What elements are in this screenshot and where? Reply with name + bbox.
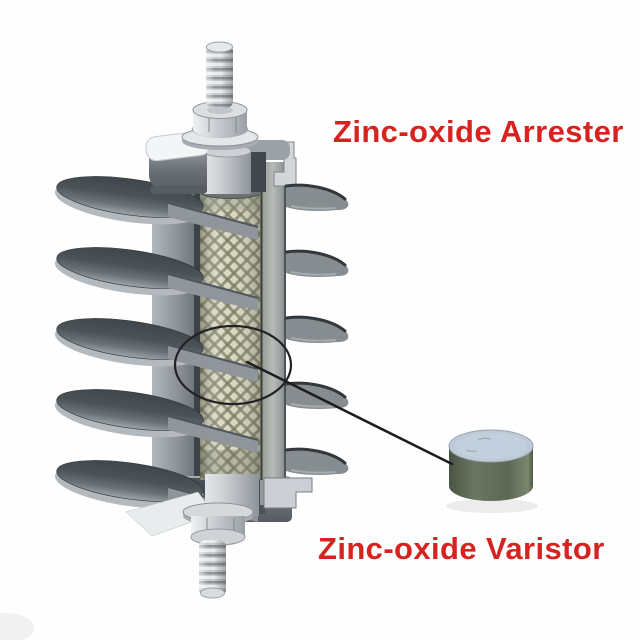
weather-shed-5 xyxy=(54,460,204,509)
weather-shed-4 xyxy=(54,389,204,438)
weather-shed-2 xyxy=(54,247,204,296)
leader-line xyxy=(245,360,454,466)
shed-3-front-edge xyxy=(168,345,258,382)
weather-shed-3 xyxy=(54,318,204,367)
top-hex-nut xyxy=(192,101,248,138)
shed-stub-2 xyxy=(284,249,349,277)
shed-2-front-edge xyxy=(168,274,258,311)
shed-stub-1 xyxy=(284,183,349,211)
bottom-stud xyxy=(199,540,226,599)
top-stud xyxy=(206,41,233,108)
callout-ellipse xyxy=(173,324,293,406)
shed-stub-3 xyxy=(284,315,349,343)
background-smudge xyxy=(0,613,34,640)
label-varistor: Zinc-oxide Varistor xyxy=(318,531,605,566)
disc-marking xyxy=(465,449,478,453)
housing-wall-cut xyxy=(251,141,313,509)
shed-stub-5 xyxy=(284,447,349,475)
shed-1-edge-line xyxy=(167,202,259,228)
shed-4-front-edge xyxy=(168,416,258,453)
disc-marking xyxy=(477,437,492,441)
shed-3-edge-line xyxy=(167,344,259,370)
shed-2-edge-line xyxy=(167,273,259,299)
shed-1-front-edge xyxy=(168,203,258,240)
bottom-cut-step xyxy=(263,477,313,509)
shed-4-edge-line xyxy=(167,415,259,441)
label-arrester: Zinc-oxide Arrester xyxy=(333,114,624,149)
disc-shadow xyxy=(446,499,538,513)
varistor-disc xyxy=(446,429,538,513)
